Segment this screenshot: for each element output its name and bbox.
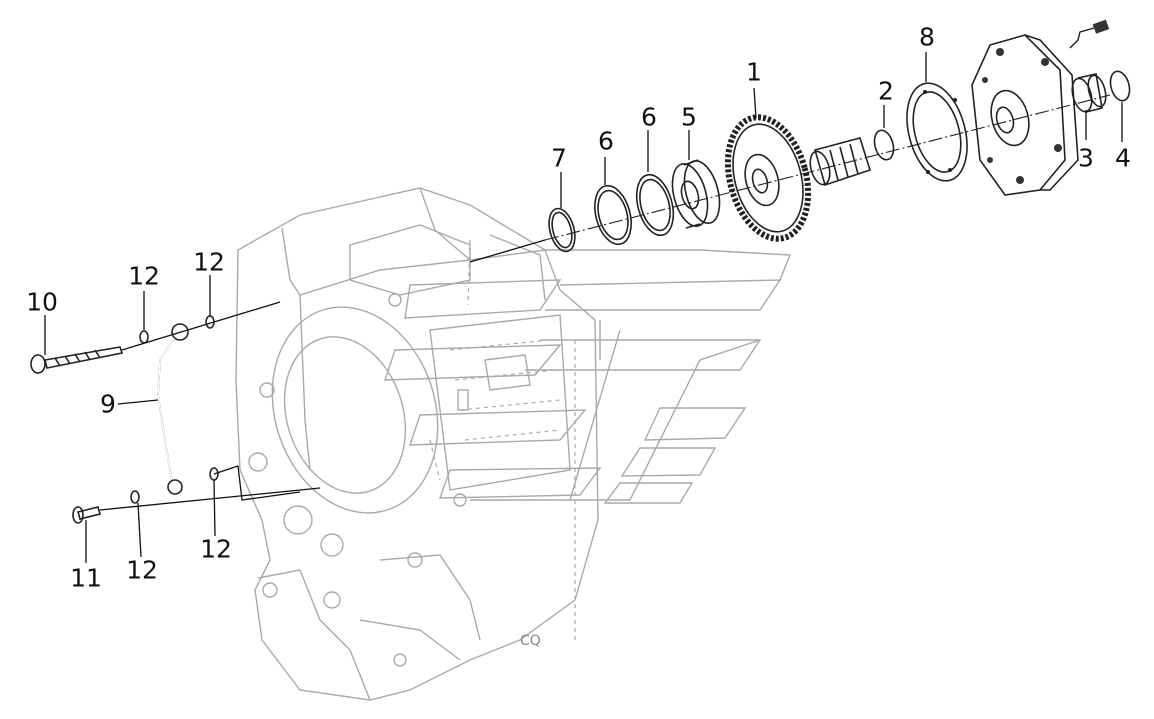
bolt-11-axis (99, 487, 321, 511)
lube-tube-part-9 (157, 323, 189, 495)
callout-2: 2 (878, 76, 894, 106)
gear-part-1 (724, 114, 812, 242)
callout-12c: 12 (126, 555, 158, 585)
callout-5: 5 (681, 102, 697, 132)
bearing-part-5 (671, 159, 721, 229)
callout-6a: 6 (598, 126, 614, 156)
washer-part-12a (139, 330, 149, 344)
bolt-part-11 (72, 506, 101, 524)
leader-lines (44, 52, 1123, 563)
washer-12d-link (213, 465, 301, 501)
disc-part-6a (594, 184, 632, 246)
bolt-10-axis (121, 301, 281, 351)
callout-6b: 6 (641, 102, 657, 132)
callout-11: 11 (70, 563, 102, 593)
ghost-wedges (384, 249, 792, 504)
callout-12b: 12 (193, 247, 225, 277)
gasket-part-8 (906, 82, 968, 182)
axis-continuation (469, 239, 546, 263)
callout-7: 7 (551, 143, 567, 173)
housing-marking: CQ (520, 633, 541, 649)
callout-12d: 12 (200, 534, 232, 564)
o-ring-part-4 (1109, 70, 1131, 102)
callout-8: 8 (919, 22, 935, 52)
callout-4: 4 (1115, 143, 1131, 173)
pump-cover (971, 34, 1079, 196)
main-axis (544, 94, 1111, 241)
transmission-housing (235, 187, 599, 701)
bolt-part-10 (30, 346, 124, 374)
callout-3: 3 (1078, 143, 1094, 173)
callout-1: 1 (746, 57, 762, 87)
callout-10: 10 (26, 287, 58, 317)
o-ring-part-2 (873, 129, 895, 161)
washer-part-12c (130, 490, 140, 504)
callout-12a: 12 (128, 261, 160, 291)
callout-9: 9 (100, 389, 116, 419)
cover-bolt (1069, 19, 1110, 49)
snap-ring-part-7 (548, 207, 576, 253)
shaft (809, 137, 871, 187)
disc-part-6b (635, 173, 675, 237)
